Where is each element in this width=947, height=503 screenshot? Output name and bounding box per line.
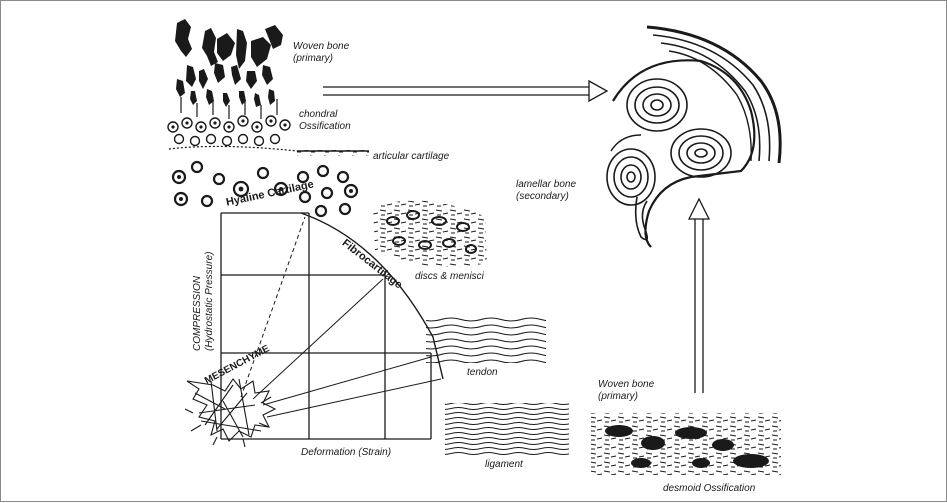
woven-bone-top-label-line2: (primary) (293, 53, 333, 65)
ligament-illustration (445, 403, 569, 457)
woven-bone-top-label-line1: Woven bone (293, 41, 349, 53)
chondral-ossification-cells (168, 116, 297, 151)
lamellar-bone-label-line1: lamellar bone (516, 179, 576, 191)
discs-menisci-label: discs & menisci (415, 271, 484, 283)
articular-cartilage-band (297, 150, 369, 156)
desmoid-ossification-illustration (591, 413, 781, 475)
articular-cartilage-label: articular cartilage (373, 151, 449, 163)
lamellar-bone-label-line2: (secondary) (516, 191, 569, 203)
woven-bone-primary-top-illustration (175, 19, 283, 107)
woven-bone-bottom-label-line1: Woven bone (598, 379, 654, 391)
compression-axis-label-line2: (Hydrostatic Pressure) (204, 252, 216, 351)
mesenchyme-illustration (185, 379, 275, 447)
arrow-to-lamellar-bone (323, 81, 607, 101)
tendon-label: tendon (467, 367, 498, 379)
chondral-label-line2: Ossification (299, 121, 351, 133)
chondral-label-line1: chondral (299, 109, 337, 121)
arrow-up-to-lamellar-bone (689, 199, 709, 393)
woven-bone-bottom-label-line2: (primary) (598, 391, 638, 403)
desmoid-ossification-label: desmoid Ossification (663, 483, 755, 495)
compression-axis-label-line1: COMPRESSION (192, 276, 204, 351)
deformation-axis-label: Deformation (Strain) (301, 447, 391, 459)
discs-menisci-illustration (373, 201, 487, 267)
tendon-illustration (426, 317, 546, 363)
ligament-label: ligament (485, 459, 523, 471)
